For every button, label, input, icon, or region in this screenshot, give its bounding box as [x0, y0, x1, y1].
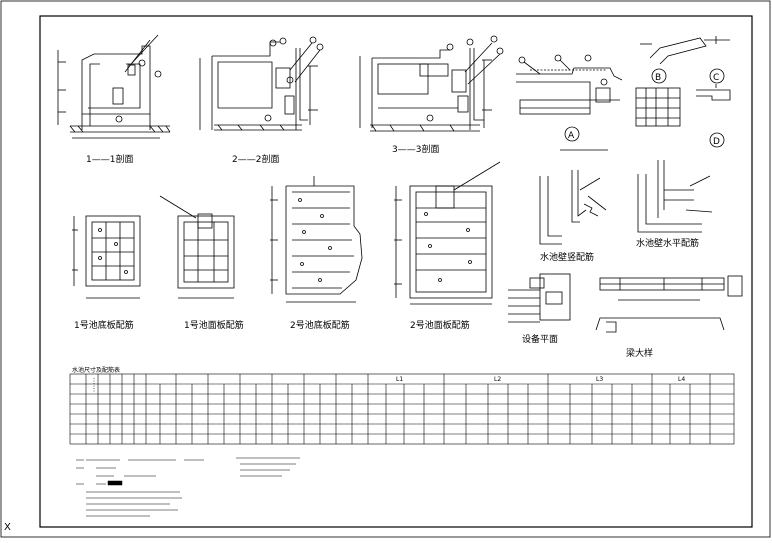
detail-c-marker: C — [713, 73, 719, 83]
table-group-l3: L3 — [596, 376, 603, 383]
table-group-l1: L1 — [396, 376, 403, 383]
beam-detail-drawing — [595, 275, 743, 333]
plan-2-bottom-title: 2号池底板配筋 — [290, 319, 350, 331]
beam-detail-title: 梁大样 — [626, 347, 653, 359]
table-group-l2: L2 — [494, 376, 501, 383]
plan-1-bottom-title: 1号池底板配筋 — [74, 319, 134, 331]
section-2-2-title: 2——2剖面 — [232, 153, 279, 165]
plan-2-top-title: 2号池面板配筋 — [410, 319, 470, 331]
detail-b-marker: B — [655, 73, 661, 83]
notes-block — [76, 457, 300, 517]
section-3-3-drawing — [359, 35, 504, 132]
plan-1-top-title: 1号池面板配筋 — [184, 319, 244, 331]
section-2-2-drawing — [199, 36, 324, 131]
wall-horizontal-rebar-title: 水池壁水平配筋 — [636, 237, 699, 249]
plan-2-bottom-drawing — [270, 176, 363, 303]
detail-a-drawing — [516, 54, 623, 142]
detail-d-marker: D — [713, 137, 720, 147]
sheet-inner-frame — [39, 15, 753, 528]
wall-horizontal-rebar-drawing — [637, 160, 713, 233]
detail-top-right — [640, 36, 730, 65]
equipment-plan-title: 设备平面 — [522, 333, 558, 345]
section-1-1-drawing — [57, 34, 171, 139]
detail-a-marker: A — [568, 131, 575, 141]
section-1-1-title: 1——1剖面 — [86, 153, 133, 165]
plan-2-top-drawing — [394, 161, 501, 305]
section-3-3-title: 3——3剖面 — [392, 143, 439, 155]
table-group-l4: L4 — [678, 376, 685, 383]
detail-b-drawing — [635, 68, 681, 127]
equipment-plan-drawing — [508, 273, 571, 323]
plan-1-top-drawing — [159, 195, 235, 299]
wall-vertical-rebar-drawing — [539, 149, 608, 245]
schedule-table — [69, 373, 735, 445]
corner-x-mark: X — [4, 522, 11, 533]
detail-c-drawing — [696, 68, 731, 148]
wall-vertical-rebar-title: 水池壁竖配筋 — [540, 251, 594, 263]
table-title: 水池尺寸及配筋表 — [72, 366, 120, 374]
plan-1-bottom-drawing — [72, 215, 141, 299]
